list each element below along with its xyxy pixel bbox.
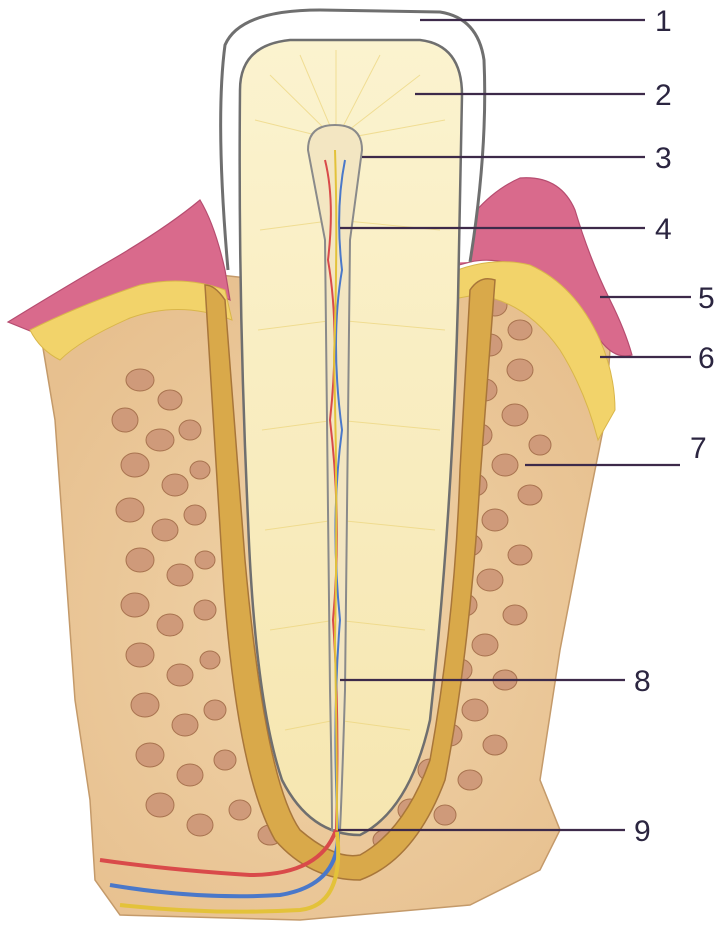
label-text-1: 1: [655, 5, 672, 38]
label-text-4: 4: [655, 213, 672, 246]
label-text-7: 7: [690, 432, 707, 465]
label-text-2: 2: [655, 79, 672, 112]
label-text-8: 8: [634, 665, 651, 698]
label-text-6: 6: [698, 342, 715, 375]
label-5: 5: [600, 282, 715, 315]
label-text-5: 5: [698, 282, 715, 315]
label-text-3: 3: [655, 142, 672, 175]
label-text-9: 9: [634, 815, 651, 848]
